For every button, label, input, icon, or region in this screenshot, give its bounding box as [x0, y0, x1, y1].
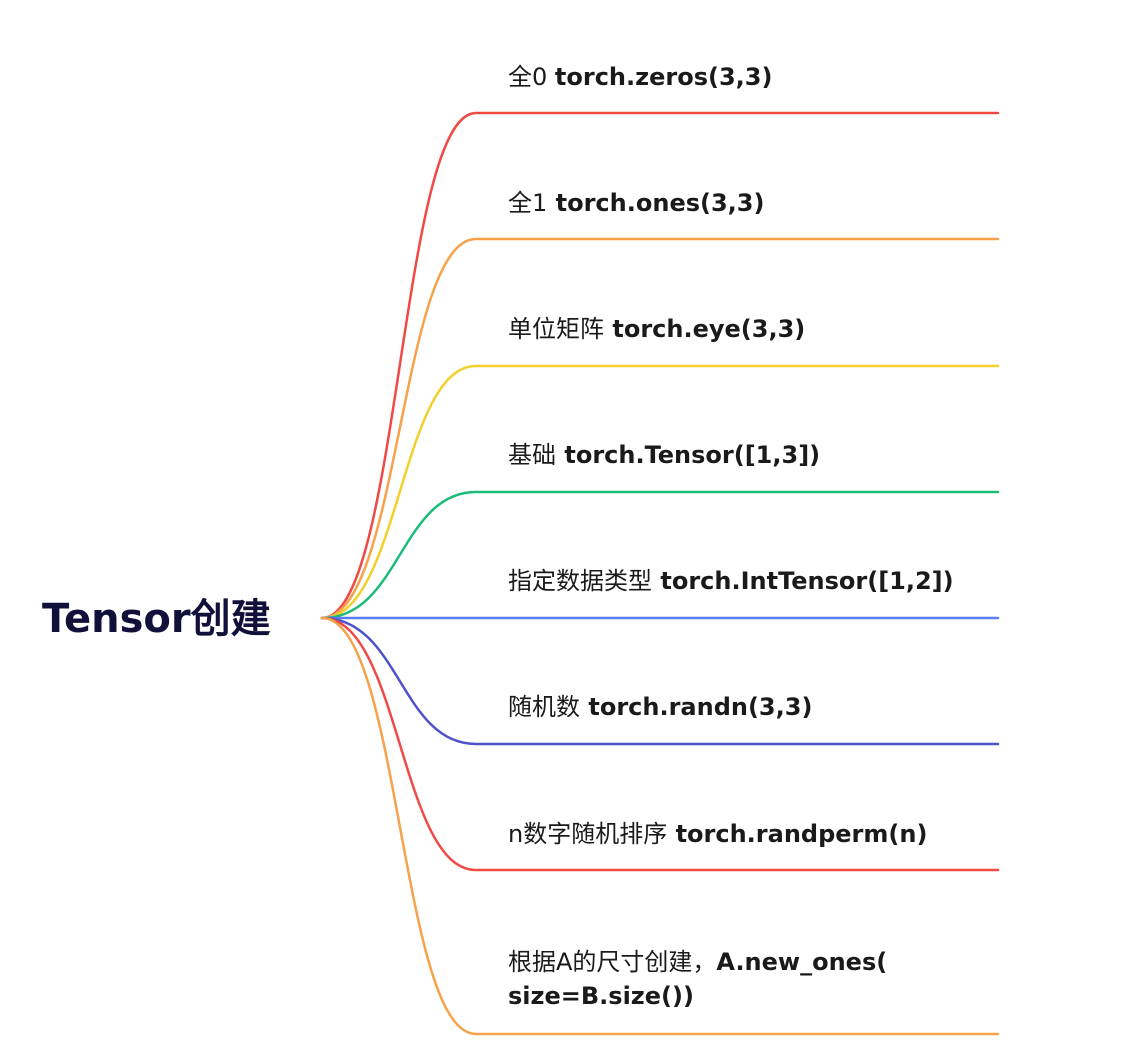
branch-label-cn: 基础 — [508, 441, 556, 469]
branch-label-tensor: 基础 torch.Tensor([1,3]) — [508, 438, 820, 472]
connector-ones — [320, 237, 1000, 620]
branch-label-inttensor: 指定数据类型 torch.IntTensor([1,2]) — [508, 564, 954, 598]
branch-label-code: A.new_ones( — [716, 948, 888, 976]
branch-label-ones: 全1 torch.ones(3,3) — [508, 186, 764, 220]
connector-tensor — [320, 490, 1000, 620]
branch-label-cn: 单位矩阵 — [508, 315, 604, 343]
branch-label-zeros: 全0 torch.zeros(3,3) — [508, 60, 772, 94]
connector-randn — [320, 616, 1000, 746]
branch-label-line-1: 根据A的尺寸创建，A.new_ones( — [508, 945, 887, 979]
branch-label-cn: n数字随机排序 — [508, 820, 668, 848]
connector-eye — [320, 364, 1000, 620]
branch-label-code: torch.randperm(n) — [667, 820, 928, 848]
branch-label-code: torch.Tensor([1,3]) — [556, 441, 821, 469]
branch-label-code: torch.ones(3,3) — [547, 189, 765, 217]
branch-label-cn: 随机数 — [508, 693, 580, 721]
connector-new-ones — [320, 616, 1000, 1036]
branch-label-cn: 根据A的尺寸创建， — [508, 948, 717, 976]
connector-randperm — [320, 616, 1000, 872]
connector-zeros — [320, 111, 1000, 620]
branch-label-line-2: size=B.size()) — [508, 982, 694, 1010]
branch-label-code: torch.zeros(3,3) — [554, 63, 773, 91]
branch-label-randperm: n数字随机排序 torch.randperm(n) — [508, 817, 927, 851]
branch-label-new-ones: 根据A的尺寸创建，A.new_ones( size=B.size()) — [508, 945, 887, 1013]
branch-label-eye: 单位矩阵 torch.eye(3,3) — [508, 312, 805, 346]
branch-label-code: torch.eye(3,3) — [604, 315, 806, 343]
branch-label-code: torch.IntTensor([1,2]) — [652, 567, 954, 595]
branch-label-code: torch.randn(3,3) — [580, 693, 813, 721]
branch-label-randn: 随机数 torch.randn(3,3) — [508, 690, 812, 724]
branch-label-cn: 指定数据类型 — [508, 567, 652, 595]
branch-label-cn: 全0 — [508, 63, 555, 91]
root-node-title: Tensor创建 — [42, 596, 271, 642]
branch-label-cn: 全1 — [508, 189, 548, 217]
